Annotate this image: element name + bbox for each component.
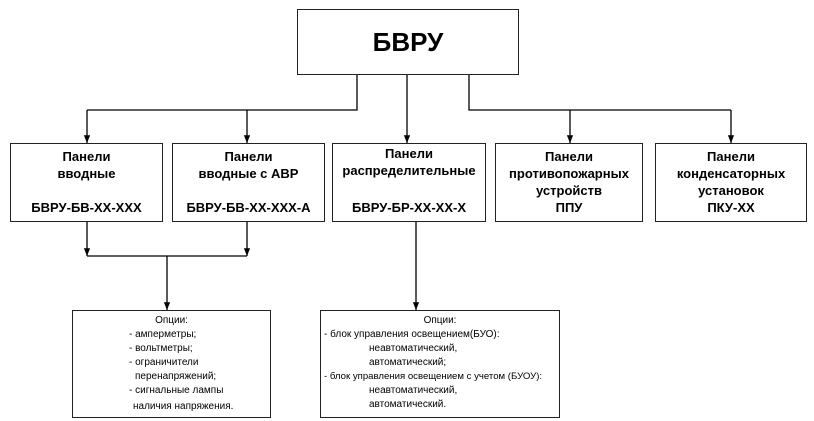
options-left: Опции: - амперметры; - вольтметры; - огр… [72,310,271,418]
panel-line: Панели [385,146,433,161]
panel-input: Панели вводные БВРУ-БВ-ХХ-ХХХ [10,143,163,222]
option-item: - сигнальные лампы [129,385,224,396]
option-item: автоматический; [369,357,447,368]
panel-code: ПКУ-ХХ [707,200,755,215]
panel-code: ППУ [555,200,583,215]
panel-fire: Панели противопожарных устройств ППУ [495,143,643,222]
panel-code: БВРУ-БР-ХХ-ХХ-Х [351,200,466,215]
option-item: неавтоматический, [369,343,458,354]
panel-line: Панели [224,149,273,164]
option-item: перенапряжений; [135,371,217,382]
panel-line: устройств [536,183,602,198]
option-item: - блок управления освещением с учетом (Б… [324,371,543,382]
connector-left-trunk [87,75,358,111]
options-right: Опции: - блок управления освещением(БУО)… [320,310,560,418]
option-item: - вольтметры; [129,343,193,354]
panel-capacitor: Панели конденсаторных установок ПКУ-ХХ [655,143,807,222]
option-item: неавтоматический, [369,385,458,396]
panel-distribution: Панели распределительные БВРУ-БР-ХХ-ХХ-Х [332,143,486,222]
option-item: - амперметры; [129,329,197,340]
root-node: БВРУ [297,9,519,75]
panel-line: конденсаторных [676,166,786,181]
panel-input-avr: Панели вводные с АВР БВРУ-БВ-ХХ-ХХХ-А [172,143,325,222]
panel-line: вводные [57,166,116,181]
option-item: - ограничители [129,357,199,368]
panel-line: Панели [62,149,111,164]
panel-line: Панели [707,149,755,164]
options-title: Опции: [155,315,188,326]
options-title: Опции: [423,315,457,326]
root-title: БВРУ [372,26,444,57]
option-item: автоматический. [369,399,447,410]
panel-line: распределительные [342,163,476,178]
panel-line: Панели [545,149,593,164]
option-item: - блок управления освещением(БУО): [324,329,500,340]
panel-line: установок [698,183,764,198]
panel-code: БВРУ-БВ-ХХ-ХХХ [31,200,142,215]
panel-line: вводные с АВР [198,166,299,181]
panel-line: противопожарных [509,166,629,181]
option-item: наличия напряжения. [133,401,234,412]
connector-right-trunk [468,75,731,111]
panel-code: БВРУ-БВ-ХХ-ХХХ-А [186,200,311,215]
